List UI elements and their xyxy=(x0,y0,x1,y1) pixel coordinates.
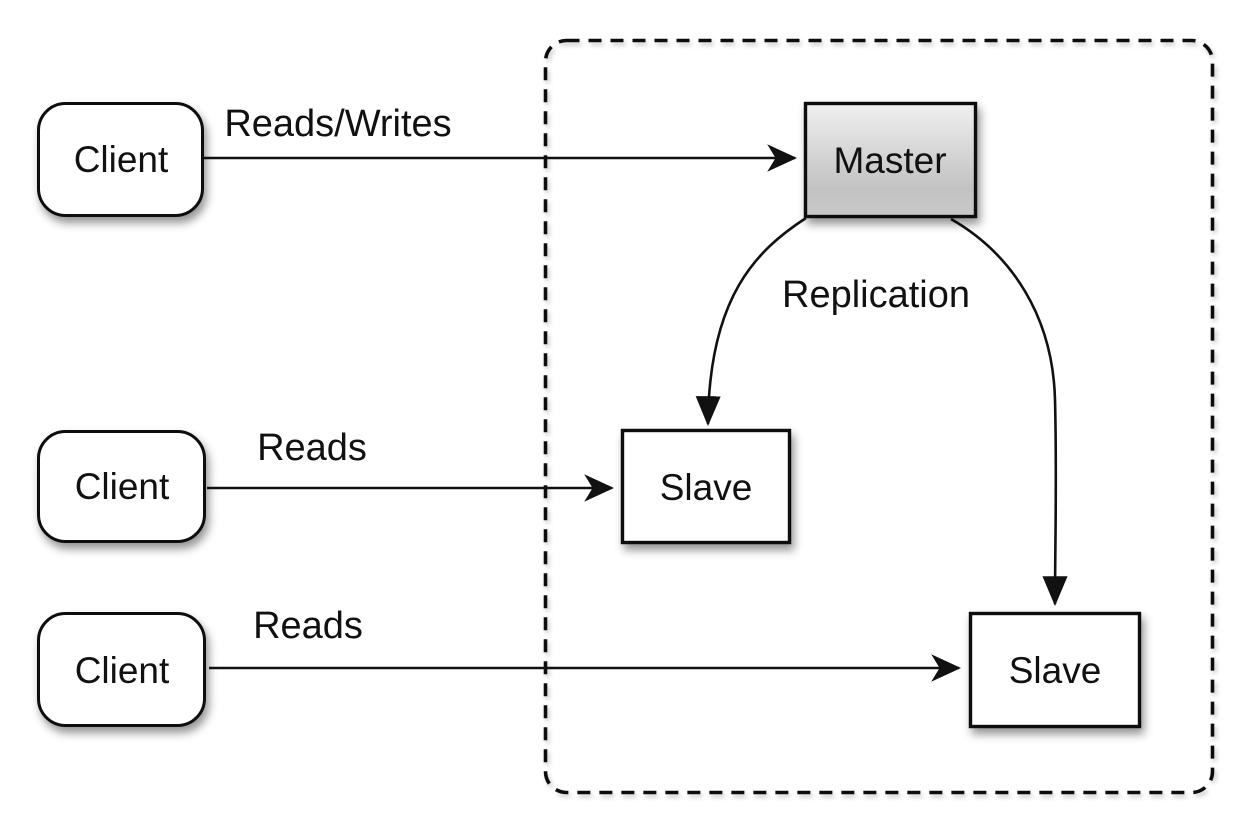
slave-2-box xyxy=(968,611,1142,729)
client-1-box xyxy=(37,102,204,217)
master-label: Master xyxy=(833,140,946,181)
edge-label-reads-writes: Reads/Writes xyxy=(224,103,451,145)
client-2-label: Client xyxy=(75,466,170,507)
edge-label-reads-middle: Reads xyxy=(257,427,367,469)
edge-label-reads-bottom: Reads xyxy=(253,605,363,647)
slave-2-label: Slave xyxy=(1009,650,1102,691)
node-client-1: Client xyxy=(37,102,204,217)
edge-master-to-slave1 xyxy=(695,216,807,427)
client-2-box xyxy=(37,430,206,543)
client-1-label: Client xyxy=(74,139,169,180)
slave-1-box xyxy=(620,428,792,545)
client-3-box xyxy=(37,612,206,727)
node-client-3: Client xyxy=(37,612,206,727)
server-boundary xyxy=(543,38,1215,795)
slave-1-label: Slave xyxy=(660,467,753,508)
node-client-2: Client xyxy=(37,430,206,543)
client-3-label: Client xyxy=(75,650,170,691)
edge-master-to-slave2 xyxy=(950,217,1068,607)
edge-label-replication: Replication xyxy=(782,274,970,316)
node-master: Master xyxy=(803,101,978,219)
node-slave-2: Slave xyxy=(968,611,1142,729)
edges xyxy=(203,144,1068,682)
node-slave-1: Slave xyxy=(620,428,792,545)
master-box xyxy=(803,101,978,219)
